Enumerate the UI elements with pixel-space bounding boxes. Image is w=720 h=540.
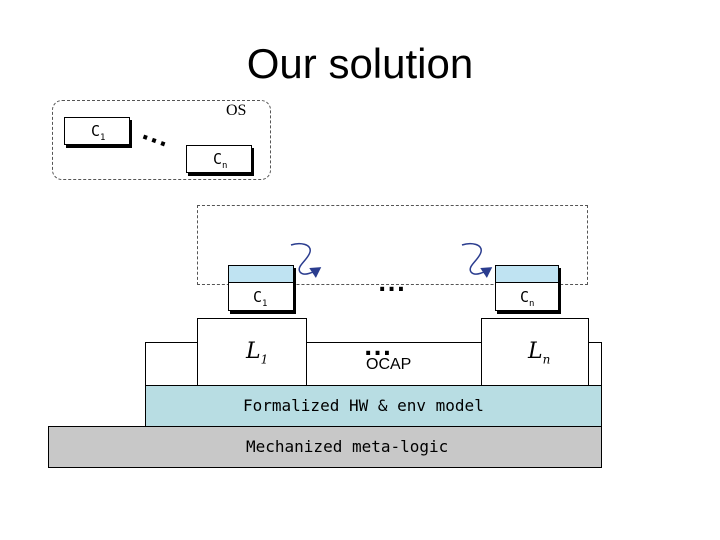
arrow-right <box>461 242 493 278</box>
os-group-box <box>52 100 271 180</box>
os-component-c1-label: C1 <box>91 122 106 143</box>
slide-title: Our solution <box>246 40 474 87</box>
arrow-left <box>290 242 322 278</box>
ocap-app-c1-label: C1 <box>253 288 268 309</box>
ocap-layer-label: OCAP <box>366 356 412 373</box>
os-component-cn-label: Cn <box>213 150 228 171</box>
logic-ln-label: Ln <box>528 339 551 367</box>
logic-ln: Ln <box>481 318 589 386</box>
logic-l1-label: L1 <box>246 339 269 367</box>
logic-l1: L1 <box>197 318 307 386</box>
meta-logic-layer <box>48 426 602 468</box>
ocap-app-group-box <box>197 205 588 285</box>
os-component-c1: C1 <box>64 117 130 145</box>
ocap-app-c1: C1 <box>228 265 294 311</box>
hw-model-layer <box>145 385 602 427</box>
ocap-app-cn-cap <box>496 266 558 283</box>
logic-ellipsis: ... <box>364 336 393 361</box>
ocap-app-cn: Cn <box>495 265 559 311</box>
os-component-cn: Cn <box>186 145 252 173</box>
ocap-app-c1-cap <box>229 266 293 283</box>
os-label: OS <box>226 102 247 119</box>
ocap-app-ellipsis: ... <box>378 272 407 297</box>
ocap-app-cn-label: Cn <box>520 288 535 309</box>
meta-logic-label: Mechanized meta-logic <box>246 437 449 456</box>
hw-model-label: Formalized HW & env model <box>243 396 484 415</box>
